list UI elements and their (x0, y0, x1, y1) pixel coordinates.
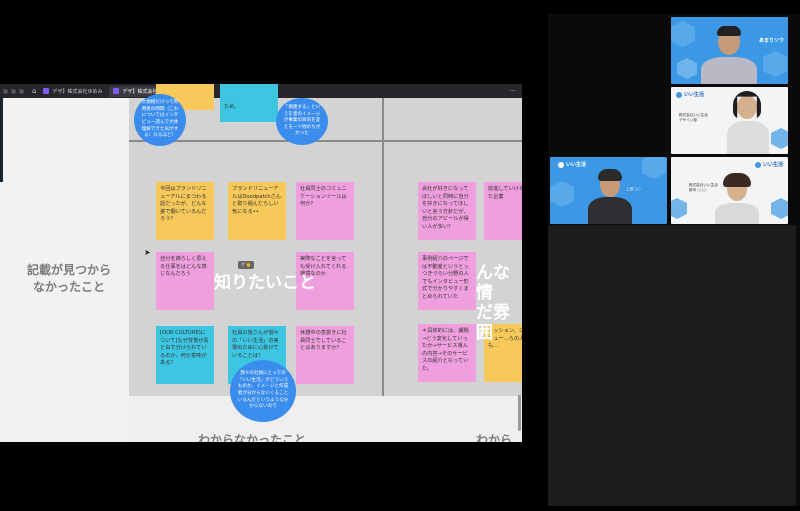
sticky-note[interactable]: ＊具体的には、課題→どう変化していったか→サービス導入の内容→そのサービスの紹介… (418, 324, 476, 382)
left-edge-strip (0, 98, 3, 182)
sticky-note[interactable]: 事例紹介のページでは不動産というとっつきづらい分野の人でもインタビュー形式で分か… (418, 252, 476, 310)
bottom-section (129, 396, 522, 442)
sticky-note[interactable]: 自分を誇らしく思える仕事をはどんな感じなんだろう (156, 252, 214, 310)
participant-body (715, 203, 759, 224)
left-section: 記載が見つから なかったこと (0, 98, 129, 442)
section-divider (129, 140, 522, 142)
hexagon-pattern-icon (671, 21, 787, 79)
home-icon[interactable]: ⌂ (32, 87, 37, 95)
hexagon-pattern-icon (550, 157, 666, 207)
participant-caption: 株式会社いい生活 新卒 ○○○ (689, 183, 718, 192)
sticky-note[interactable]: ブランドリニューアルはDoodpatchさんと取り組んだらしい 気になる•• (228, 182, 286, 240)
hexagon-pattern-icon (771, 128, 788, 149)
window-close-dot[interactable] (3, 88, 8, 94)
comment-bubble[interactable]: 大規模だけって利用者の時間（これについてはインタビュー読んで大体理解できた気がす… (134, 94, 186, 146)
sticky-note[interactable]: [OUR CULTURE]について]なぜ背景が青と白で分けられているのか、何か意… (156, 326, 214, 384)
participant-body (588, 197, 632, 224)
section-heading-didnt-understand: わからなかったこと (198, 433, 307, 442)
video-tile-participant-4[interactable]: いい生活 株式会社いい生活 新卒 ○○○ (671, 157, 788, 224)
video-tile-participant-1[interactable]: あまりソウ (671, 17, 788, 84)
tab-label: デザ】株式会社ゆめみ (52, 88, 103, 95)
company-logo: あまりソウ (759, 38, 785, 44)
section-divider (382, 98, 384, 396)
tab-yumemi[interactable]: デザ】株式会社ゆめみ (39, 86, 106, 97)
sticky-note[interactable]: 今回はブランドリニューアルにまつわる話だったが、どんな姿で働いているんだろう？ (156, 182, 214, 240)
comment-bubble[interactable]: 我々の社員にとっての「いい生活」がどういうものか、イメージと作成者が分からないく… (230, 360, 296, 422)
figjam-icon (113, 88, 120, 94)
logo-mark-icon (676, 91, 682, 98)
section-heading-partial: わから (476, 433, 513, 442)
company-logo: いい生活 (676, 91, 704, 98)
sticky-note[interactable]: 前進していける持った企業 (484, 182, 522, 240)
figjam-board[interactable]: 記載が見つから なかったこと わからなかったこと わから 今回はブランドリニュー… (0, 84, 522, 442)
participant-hair (717, 26, 741, 36)
participant-body (727, 121, 769, 154)
more-icon[interactable]: ··· (509, 87, 516, 95)
participant-face (737, 95, 757, 119)
figjam-icon (43, 88, 50, 94)
sticky-note-partial[interactable]: ため。 (220, 84, 278, 122)
logo-mark-icon (755, 161, 761, 168)
window-minimize-dot[interactable] (11, 88, 16, 94)
section-title-overlay: んな情 だ雰囲 (476, 263, 510, 343)
mouse-cursor-icon: ➤ (144, 248, 151, 257)
participant-caption: 株式会社いい生活 デザイン部 (679, 113, 708, 122)
video-tile-participant-2[interactable]: いい生活 株式会社いい生活 デザイン部 (671, 87, 788, 154)
comment-bubble[interactable]: 「価値する」というを意のイメージが事業の目的を変えモーツ他のちがかった (276, 98, 328, 145)
participant-body (701, 57, 757, 84)
participant-caption: 上田 ○○ (626, 187, 641, 191)
company-logo: いい生活 (755, 161, 783, 168)
vertical-scrollbar[interactable] (518, 395, 521, 431)
section-title-overlay: 知りたいこと (214, 273, 316, 293)
sticky-note[interactable]: ミッション、ジ、バリュー…らの人たちも… (484, 324, 522, 382)
participant-hair (598, 169, 622, 181)
sticky-note[interactable]: 実際なことを言っても受け入れてくれる環境なのか (296, 252, 354, 310)
sticky-note[interactable]: 会社が好きになってほしいと同時に自分を好きになってほしいと言う方針だが、自分のア… (418, 182, 476, 240)
empty-video-area (548, 225, 796, 506)
sticky-note[interactable]: 休憩中の息抜きに社員同士でしていることはありますか？ (296, 326, 354, 384)
tab-label: デザ】株式会社いい生活 (122, 88, 178, 95)
shared-screen: ⌂ デザ】株式会社ゆめみ デザ】株式会社いい生活 ✕ + ··· 記載が見つから… (0, 84, 522, 442)
collaborator-cursor-tag: ゲ 🖐 (238, 261, 255, 269)
participant-hair (723, 173, 751, 187)
video-tile-participant-3[interactable]: いい生活 上田 ○○ (550, 157, 667, 224)
company-logo: いい生活 (558, 161, 586, 168)
window-zoom-dot[interactable] (19, 88, 24, 94)
logo-mark-icon (558, 161, 564, 168)
sticky-note[interactable]: 社員同士のコミュニケーションツールは何か？ (296, 182, 354, 240)
hexagon-pattern-icon (671, 198, 788, 219)
section-heading-not-found: 記載が見つから なかったこと (26, 263, 111, 294)
